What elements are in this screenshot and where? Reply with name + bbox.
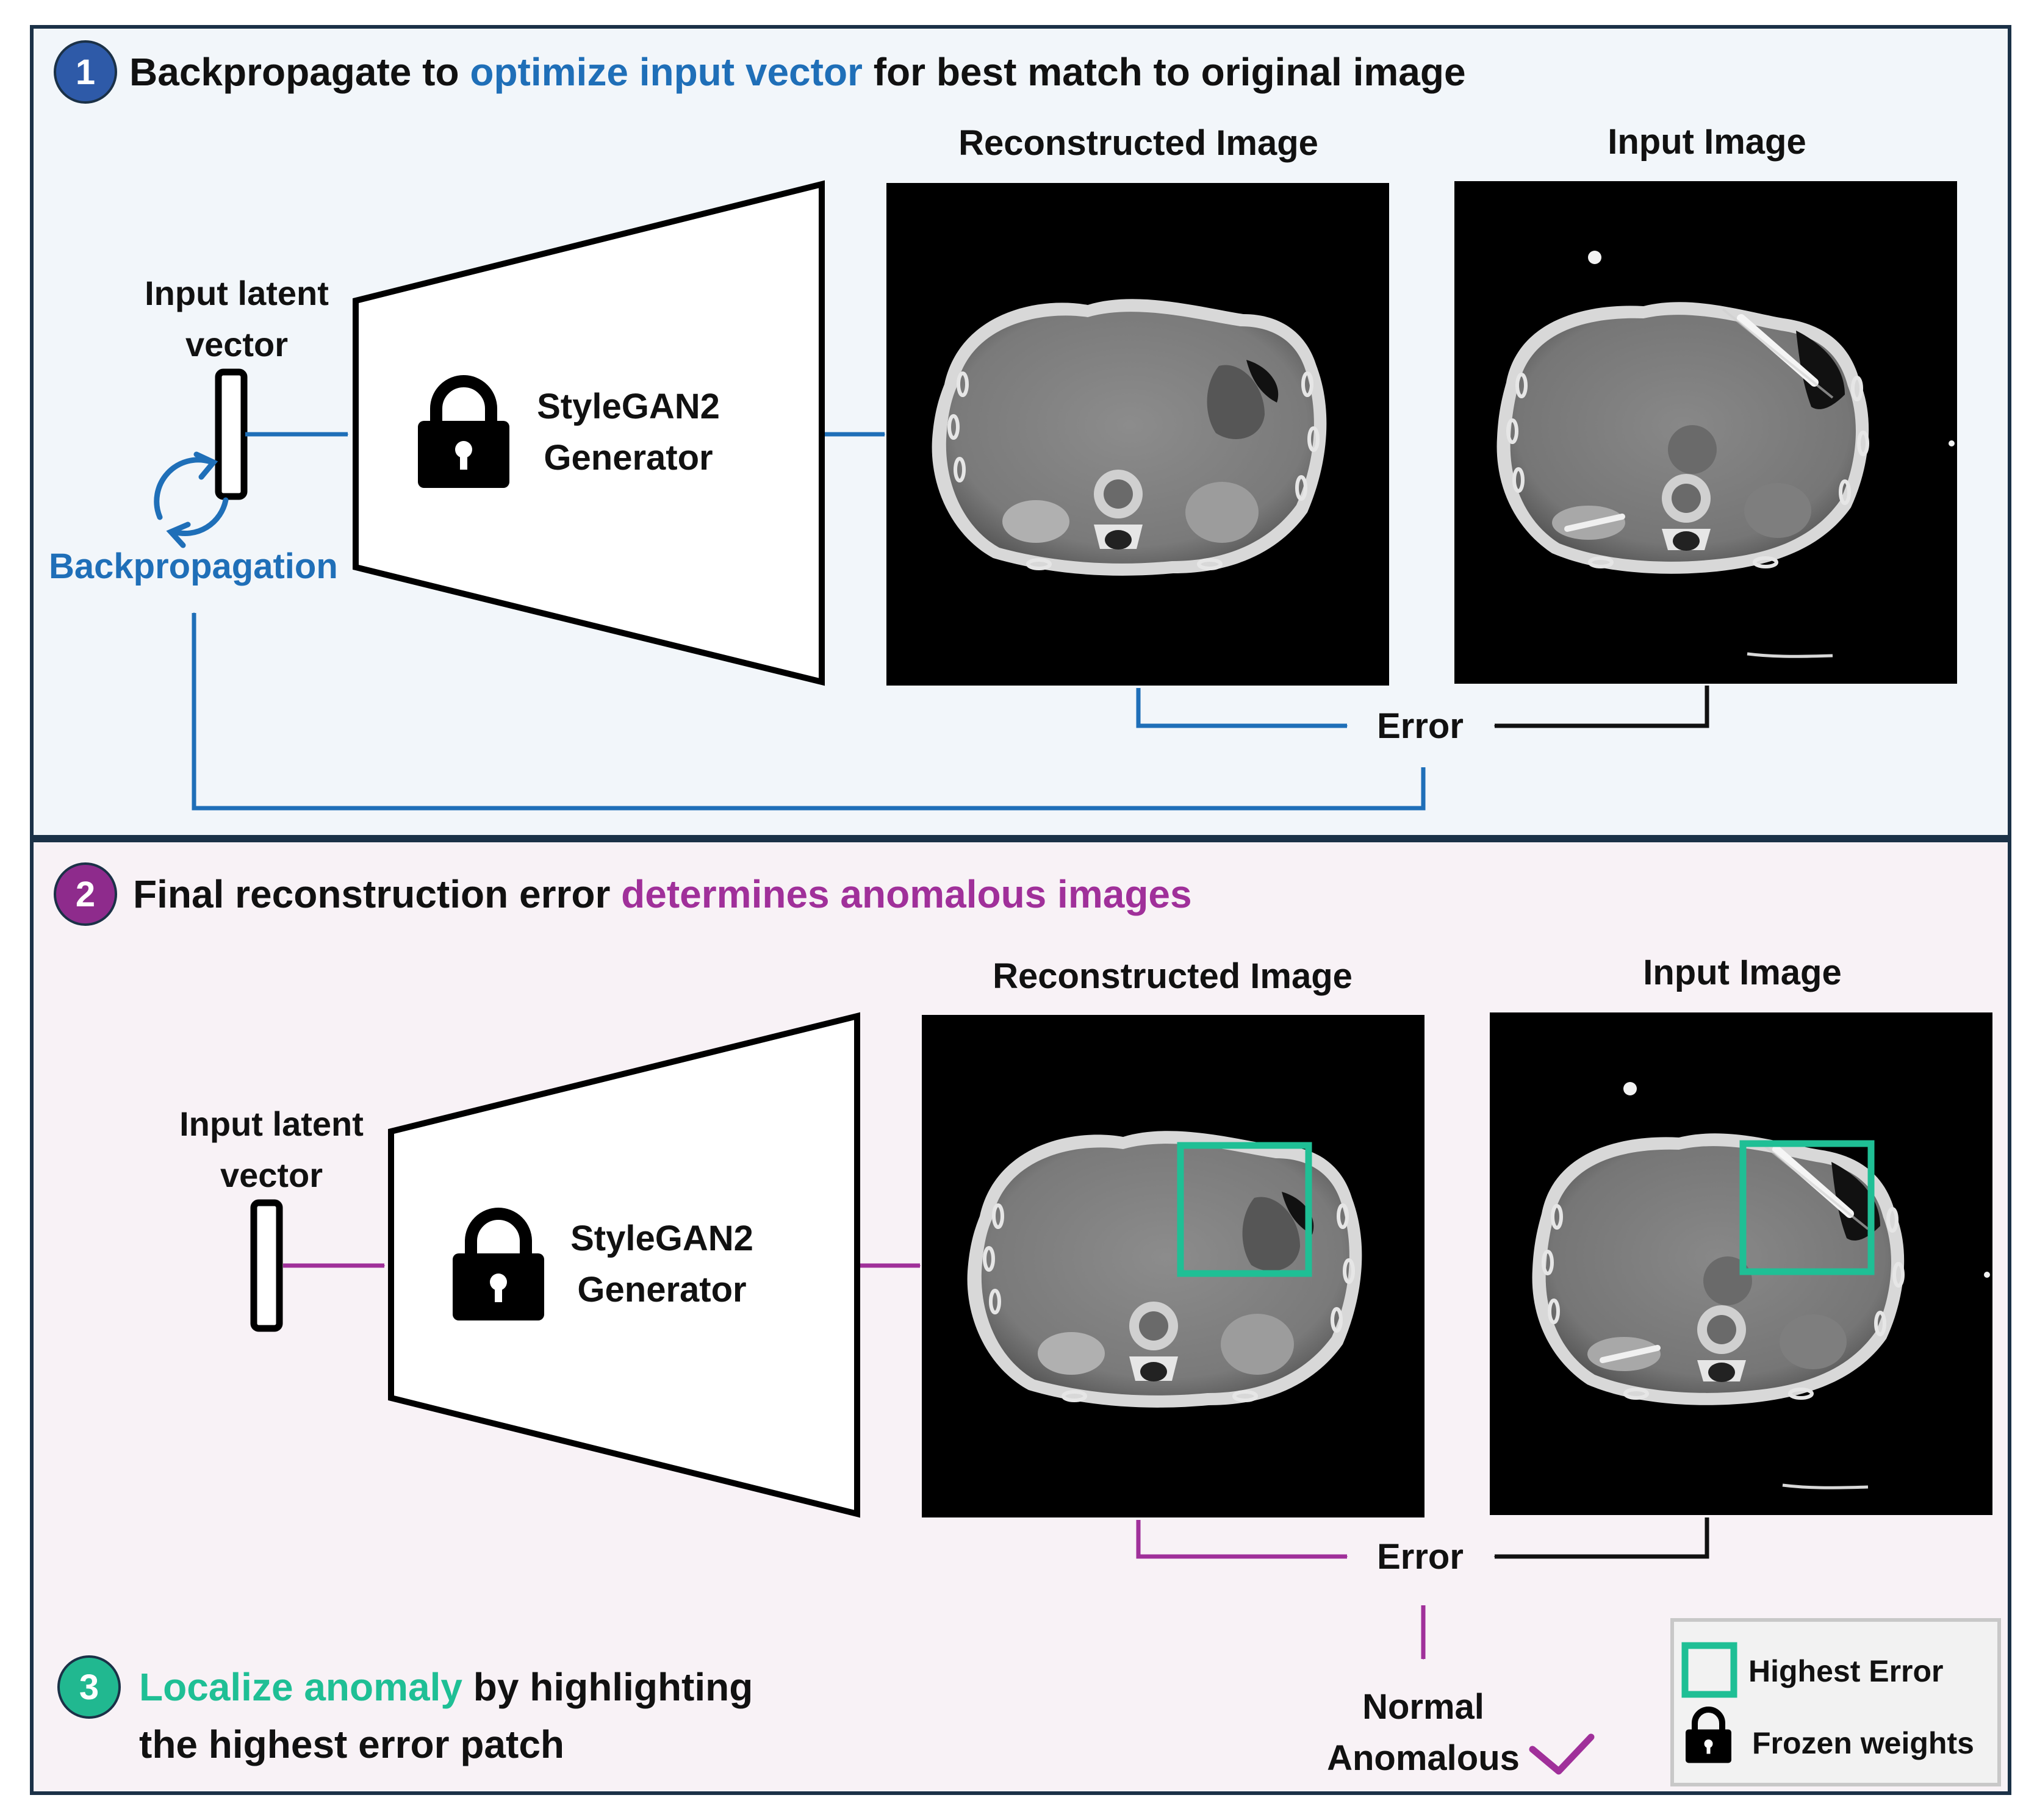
latent-vector-label-line2: vector — [220, 1156, 323, 1194]
generator-label-line2: Generator — [544, 438, 713, 478]
step-3-badge-number: 3 — [79, 1668, 99, 1707]
input-ct-image — [1454, 181, 1957, 684]
panel-2-title: Final reconstruction error determines an… — [133, 872, 1192, 916]
generator-label-line2: Generator — [577, 1270, 746, 1309]
panel-1-badge-number: 1 — [76, 52, 95, 92]
input-image-label: Input Image — [1643, 953, 1841, 992]
step-3-badge: 3 — [57, 1655, 121, 1719]
error-label: Error — [1377, 1537, 1464, 1577]
panel-1-title-part1: Backpropagate to — [129, 50, 470, 94]
input-to-error-arrow — [1493, 1517, 1709, 1559]
checkmark-icon — [1529, 1733, 1595, 1775]
panel-1: 1 Backpropagate to optimize input vector… — [30, 25, 2011, 839]
generator-label-line1: StyleGAN2 — [570, 1219, 753, 1258]
step-3-line2: the highest error patch — [139, 1722, 564, 1766]
reconstruction-to-error-arrow — [1136, 688, 1348, 728]
panel-2-title-highlight: determines anomalous images — [621, 872, 1191, 916]
panel-1-title: Backpropagate to optimize input vector f… — [129, 50, 1466, 94]
backpropagation-label: Backpropagation — [49, 546, 338, 586]
reconstructed-image-label: Reconstructed Image — [958, 123, 1318, 163]
latent-vector — [215, 368, 248, 500]
highest-error-box — [1739, 1140, 1875, 1275]
latent-vector — [250, 1199, 283, 1332]
reconstructed-ct-image — [886, 183, 1389, 686]
legend-frozen-weights-label: Frozen weights — [1752, 1726, 1974, 1760]
error-label: Error — [1377, 706, 1464, 746]
latent-vector-label-line1: Input latent — [145, 274, 329, 312]
reconstructed-image-label: Reconstructed Image — [993, 956, 1353, 996]
reconstructed-ct-image — [922, 1015, 1424, 1517]
legend-highest-error-label: Highest Error — [1748, 1654, 1944, 1688]
panel-2-badge-number: 2 — [76, 875, 95, 914]
generator-trapezoid — [353, 180, 825, 686]
generator-label-line1: StyleGAN2 — [537, 387, 720, 426]
legend: Highest Error Frozen weights — [1670, 1618, 2001, 1786]
panel-1-title-part2: for best match to original image — [863, 50, 1466, 94]
panel-2: 2 Final reconstruction error determines … — [30, 839, 2011, 1795]
reconstruction-to-error-arrow — [1136, 1520, 1348, 1559]
panel-1-title-highlight: optimize input vector — [470, 50, 863, 94]
teal-square-icon — [1681, 1642, 1737, 1698]
latent-vector-label-line1: Input latent — [179, 1105, 364, 1143]
step-3-line1: Localize anomaly by highlighting — [139, 1665, 753, 1709]
generator-trapezoid — [388, 1012, 860, 1518]
step-3-highlight: Localize anomaly — [139, 1665, 462, 1709]
latent-vector-label-line2: vector — [185, 325, 288, 364]
highest-error-box — [1177, 1142, 1312, 1277]
outcome-anomalous-label: Anomalous — [1327, 1738, 1520, 1778]
input-image-label: Input Image — [1608, 122, 1806, 162]
backprop-feedback-arrow — [192, 612, 1426, 811]
cycle-arrows-icon — [154, 451, 229, 548]
outcome-normal-label: Normal — [1362, 1687, 1484, 1727]
panel-1-badge: 1 — [54, 40, 117, 104]
panel-2-title-part1: Final reconstruction error — [133, 872, 621, 916]
input-to-error-arrow — [1493, 686, 1709, 728]
step-3-text-part1: by highlighting — [462, 1665, 753, 1709]
panel-2-badge: 2 — [54, 862, 117, 926]
